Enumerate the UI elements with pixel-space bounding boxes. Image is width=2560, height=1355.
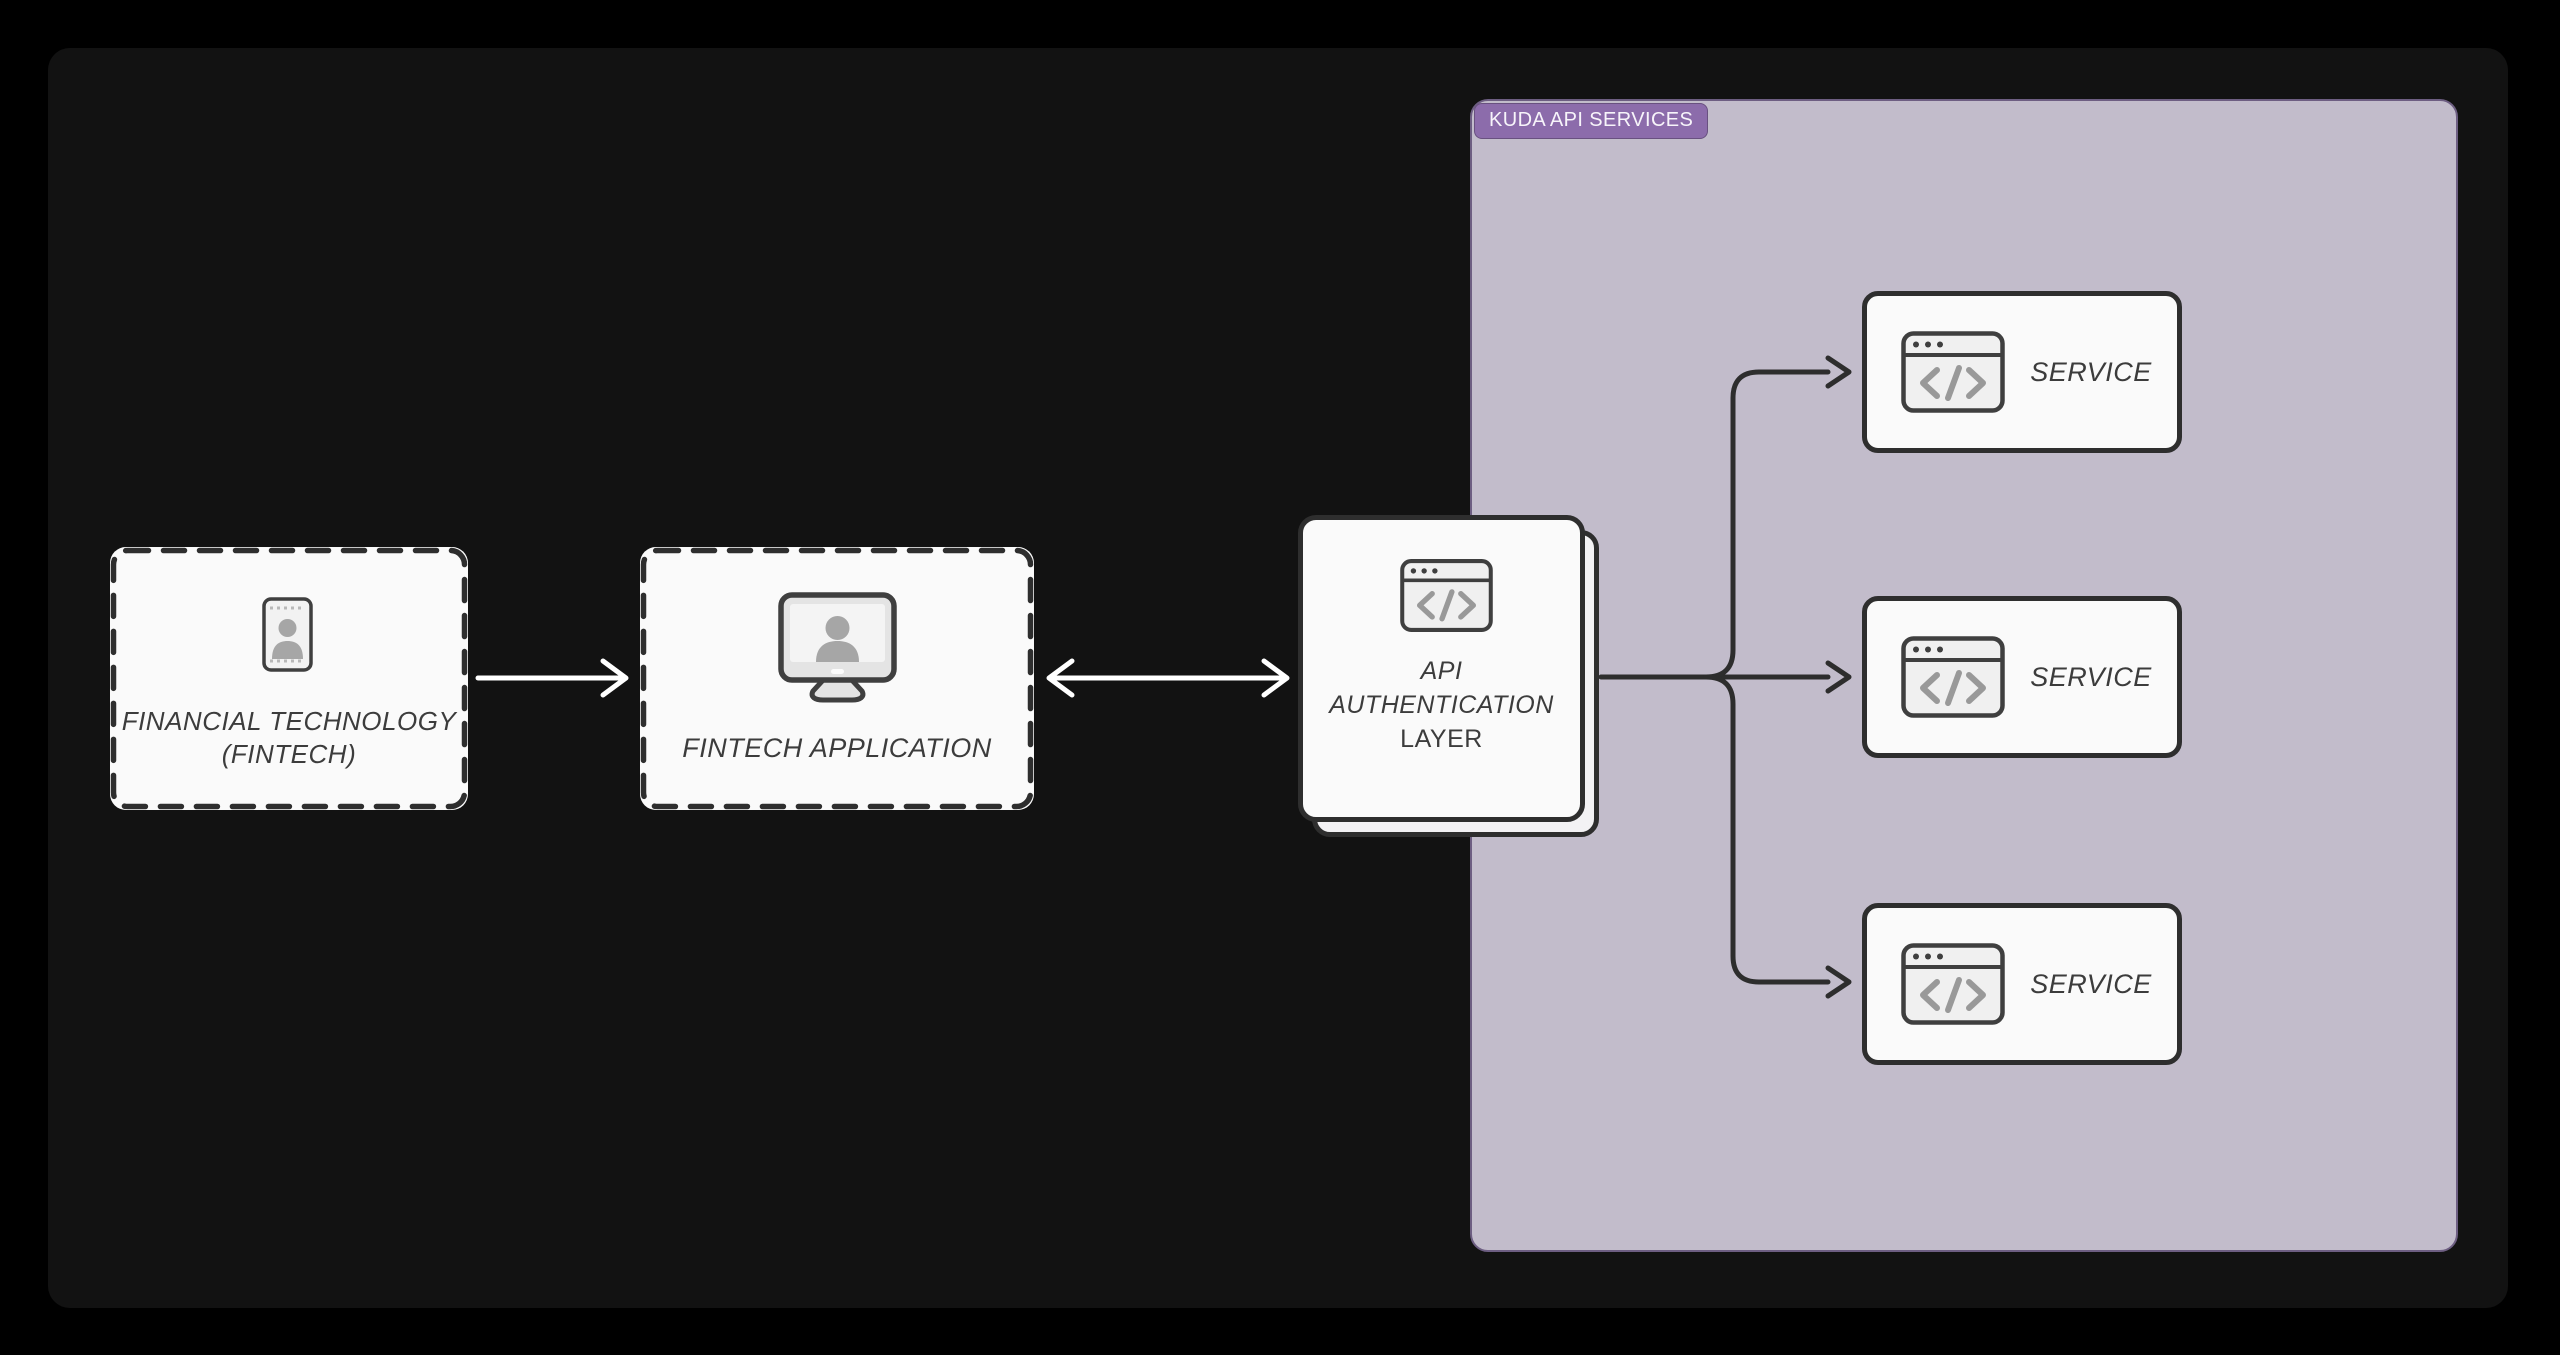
kuda-panel-title: KUDA API SERVICES [1489,109,1694,131]
auth-node-label: API AUTHENTICATION LAYER [1303,654,1580,756]
code-window-icon [1901,331,2005,413]
service-node-2: SERVICE [1862,596,2182,758]
app-node-label: FINTECH APPLICATION [640,732,1034,764]
auth-label-line3: LAYER [1400,725,1483,753]
auth-label-line1: API [1420,657,1463,685]
kuda-panel-title-badge: KUDA API SERVICES [1474,103,1709,139]
code-window-icon [1400,559,1493,632]
fintech-label-line1: FINANCIAL TECHNOLOGY [121,706,457,736]
service-node-label: SERVICE [2030,968,2152,999]
dashed-border [110,547,468,810]
service-node-3: SERVICE [1862,903,2182,1065]
service-node-label: SERVICE [2030,661,2152,692]
code-window-icon [1901,636,2005,718]
code-window-icon [1901,943,2005,1025]
auth-label-line2: AUTHENTICATION [1329,691,1554,719]
app-label-text: FINTECH APPLICATION [682,733,992,763]
fintech-label-line2: (FINTECH) [221,739,357,769]
service-node-1: SERVICE [1862,291,2182,453]
fintech-node-label: FINANCIAL TECHNOLOGY (FINTECH) [110,705,468,771]
stacked-card-front: API AUTHENTICATION LAYER [1298,515,1585,822]
service-node-label: SERVICE [2030,356,2152,387]
fintech-node: FINANCIAL TECHNOLOGY (FINTECH) [110,547,468,810]
fintech-application-node: FINTECH APPLICATION [640,547,1034,810]
dashed-border [640,547,1034,810]
monitor-user-icon [778,592,897,703]
id-card-user-icon [262,597,313,672]
